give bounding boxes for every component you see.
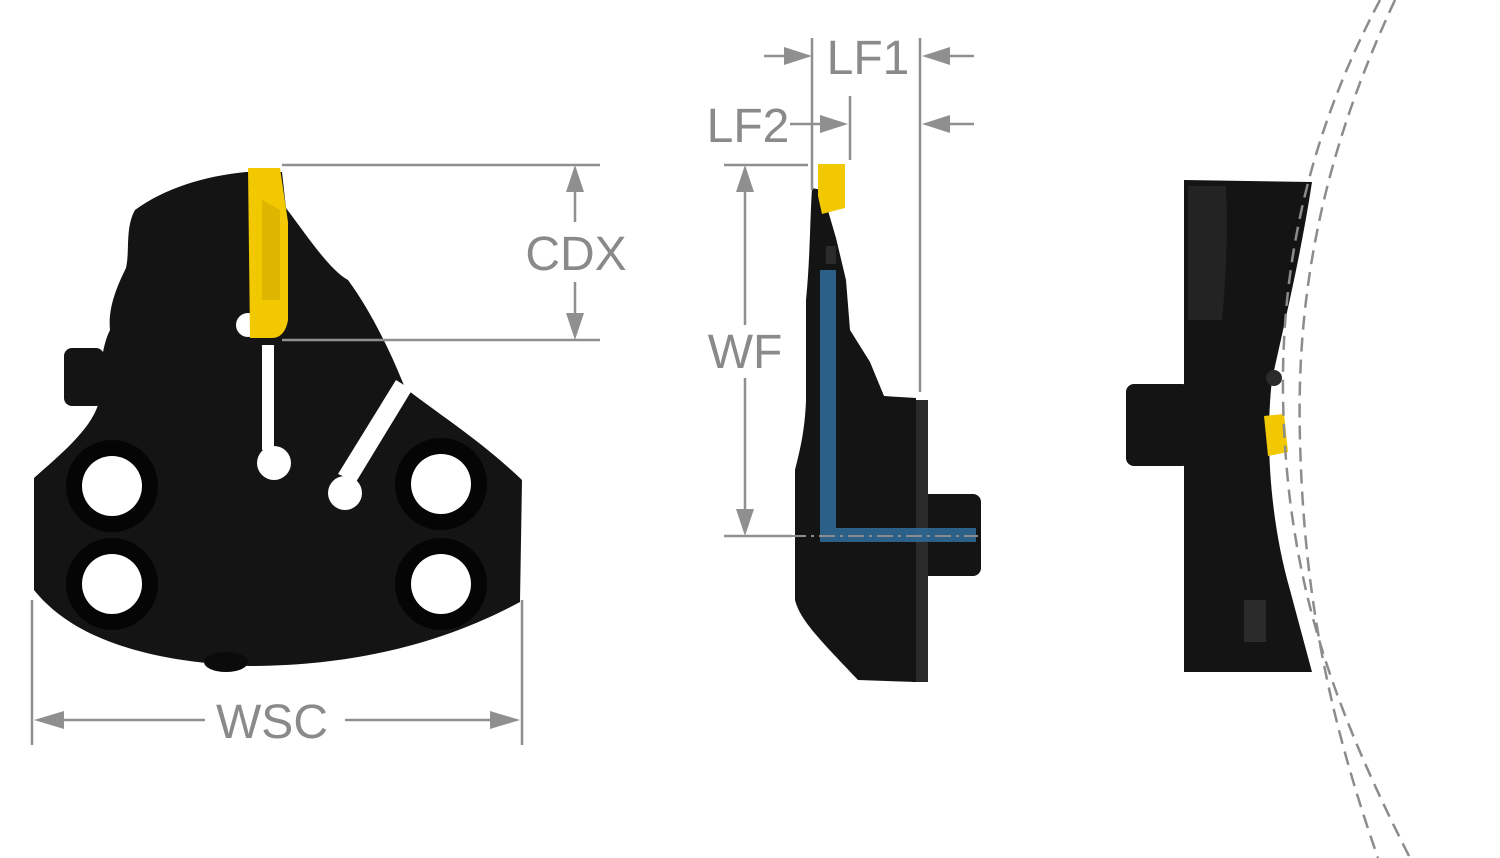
mount-hole-br — [411, 554, 471, 614]
bottom-screw — [204, 652, 248, 672]
lf1-label: LF1 — [827, 32, 910, 85]
side-view: LF1 LF2 WF — [707, 32, 981, 682]
coolant-channel — [820, 270, 976, 542]
lf2-label: LF2 — [707, 100, 790, 153]
clamp-slot — [262, 345, 274, 450]
tool-body-side — [795, 188, 916, 682]
insert-screw — [1266, 370, 1282, 386]
mount-hole-tr — [411, 454, 471, 514]
tool-body-front — [34, 172, 522, 666]
wf-label: WF — [708, 326, 783, 379]
top-screw-knob — [1126, 384, 1190, 466]
cutting-insert-top — [1264, 414, 1288, 456]
angled-slot — [338, 380, 412, 482]
angled-slot-hole — [328, 476, 362, 510]
operating-view — [1126, 0, 1412, 858]
clamp-screw-knob — [64, 348, 104, 406]
insert-clamp-detail — [826, 246, 836, 264]
front-view: CDX WSC — [30, 163, 627, 749]
plate-face — [1188, 186, 1227, 320]
workpiece-outer-arc — [1281, 0, 1412, 858]
cutting-insert-side — [818, 164, 845, 214]
mount-hole-tl — [82, 456, 142, 516]
insert-shade — [262, 200, 280, 300]
lower-screw — [1244, 600, 1266, 642]
cdx-label: CDX — [525, 228, 626, 281]
wsc-label: WSC — [216, 696, 328, 749]
mount-hole-bl — [82, 554, 142, 614]
slot-end-hole — [257, 446, 291, 480]
workpiece-inner-arc — [1298, 0, 1397, 858]
